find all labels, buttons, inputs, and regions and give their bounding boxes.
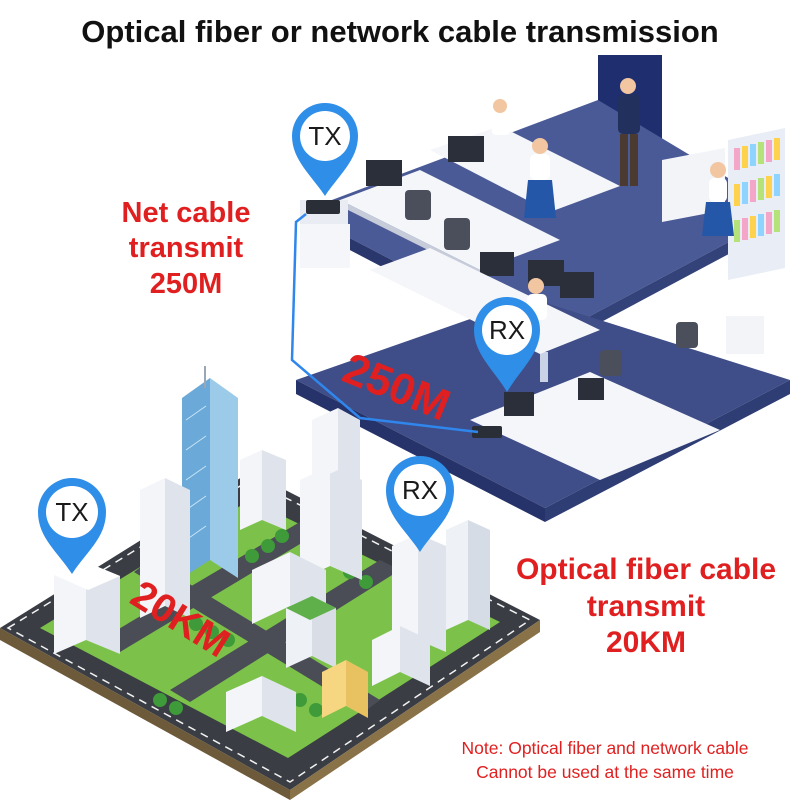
caption-line: transmit (586, 589, 706, 623)
fiber-cable-caption: Optical fiber cable transmit 20KM (496, 552, 796, 662)
monitor-icon (578, 378, 604, 400)
tx-extender-device (306, 200, 340, 214)
caption-line: 250M (149, 267, 223, 300)
monitor-icon (448, 136, 484, 162)
office-rx-pin: RX (473, 296, 540, 392)
caption-line: 20KM (605, 626, 687, 660)
page-title: Optical fiber or network cable transmiss… (81, 14, 719, 49)
monitor-icon (480, 252, 514, 276)
pin-label: TX (308, 121, 341, 151)
monitor-icon (560, 272, 594, 298)
caption-line: transmit (128, 232, 244, 265)
note-line: Note: Optical fiber and network cable (461, 738, 749, 758)
upper-desks (340, 126, 620, 354)
printer-icon (726, 316, 764, 354)
net-cable-caption: Net cable transmit 250M (96, 196, 276, 302)
pin-label: RX (489, 315, 525, 345)
pin-label: RX (402, 475, 438, 505)
rx-extender-device (472, 426, 502, 438)
caption-line: Optical fiber cable (515, 553, 777, 586)
office-tx-pin: TX (292, 103, 358, 196)
usage-note: Note: Optical fiber and network cable Ca… (418, 737, 792, 784)
city-block: 20KM (0, 366, 540, 800)
city-buildings (54, 408, 490, 732)
monitor-icon (504, 392, 534, 416)
city-rx-pin: RX (386, 456, 454, 552)
file-shelves (662, 128, 785, 280)
glass-tower (182, 366, 238, 578)
network-cable-line (290, 213, 479, 434)
city-tx-pin: TX (38, 478, 106, 574)
office-building: 250M (290, 55, 790, 522)
caption-line: Net cable (121, 197, 251, 229)
note-line: Cannot be used at the same time (476, 761, 734, 782)
monitor-icon (366, 160, 402, 186)
pin-label: TX (55, 497, 88, 527)
office-chairs (405, 190, 698, 376)
